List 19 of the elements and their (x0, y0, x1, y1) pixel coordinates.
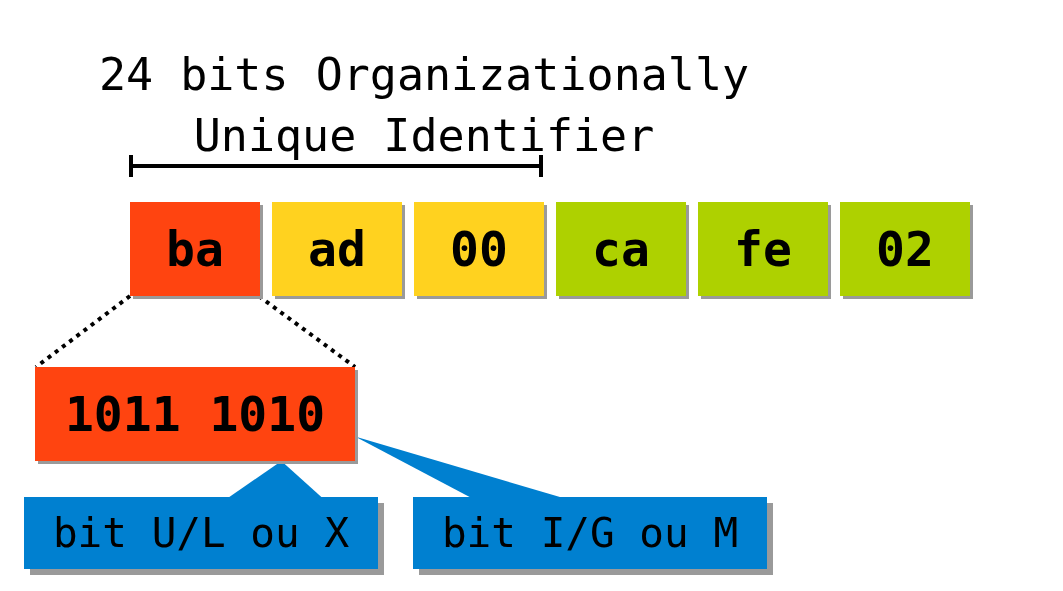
byte-box (840, 202, 970, 296)
byte-box (130, 202, 260, 296)
callout-pointer (229, 461, 322, 497)
byte-value: ba (166, 221, 224, 277)
byte-box (556, 202, 686, 296)
dotted-line (34, 294, 132, 369)
byte-value: 1011 1010 (64, 386, 326, 442)
callout-text: bit U/L ou X (52, 509, 350, 557)
byte-value: 00 (450, 221, 508, 277)
field-label: 24 bits Organizationally Unique Identifier (97, 47, 751, 164)
byte-value: ca (592, 221, 650, 277)
binary-box (35, 367, 355, 461)
byte-box (272, 202, 402, 296)
byte-value: ad (308, 221, 366, 277)
byte-value: 02 (876, 221, 934, 277)
byte-value: fe (734, 221, 792, 277)
callout-text: bit I/G ou M (441, 509, 739, 557)
byte-box (414, 202, 544, 296)
byte-box (698, 202, 828, 296)
